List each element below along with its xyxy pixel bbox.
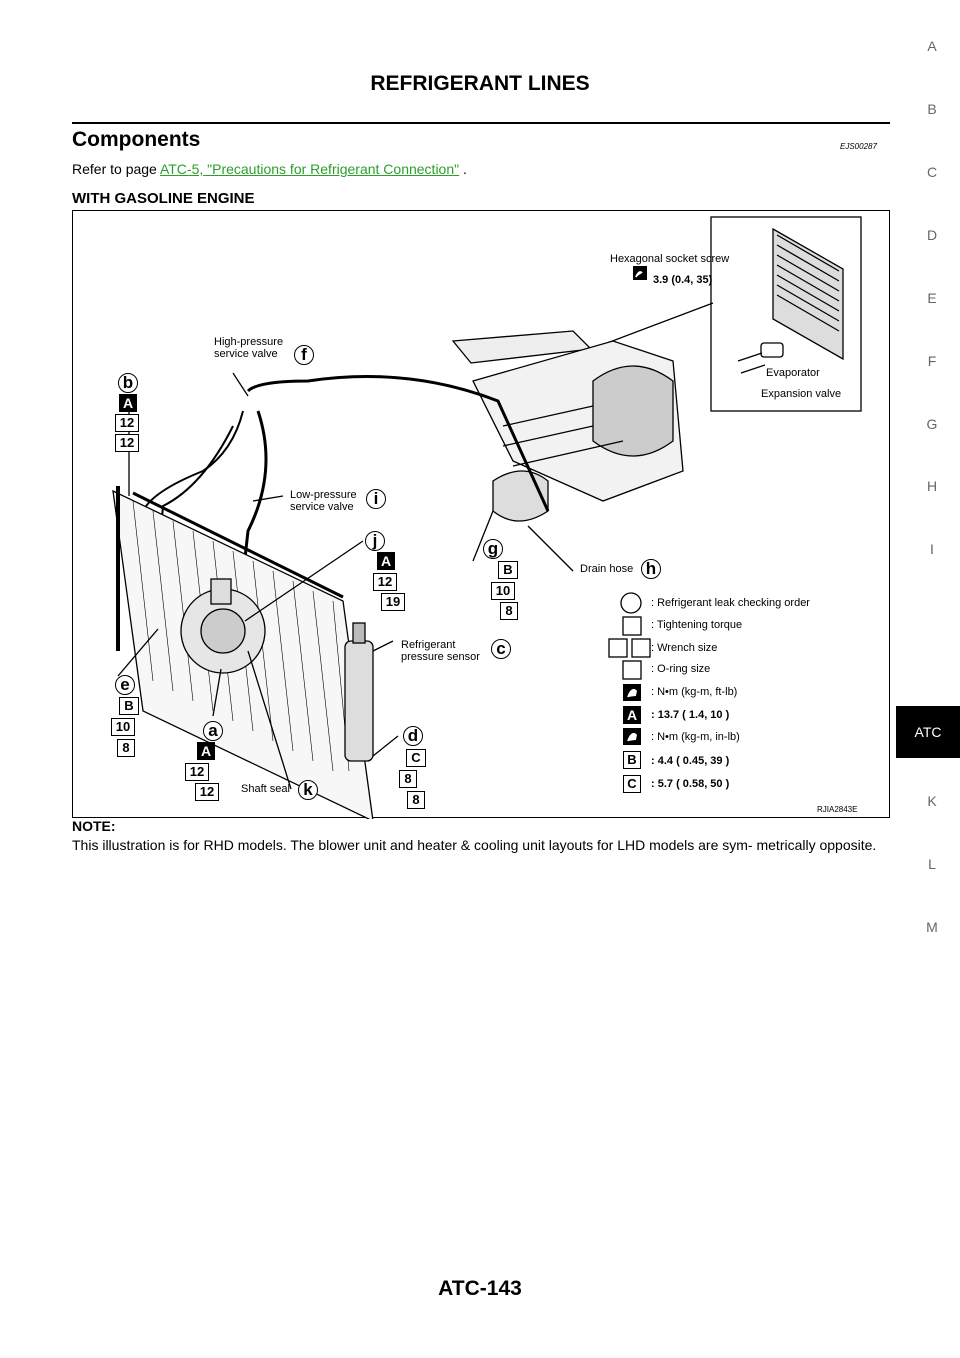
size-box: 10: [491, 582, 515, 600]
legend-unit-in: : N•m (kg-m, in-lb): [651, 731, 740, 743]
badge-a-b: A: [119, 394, 137, 412]
side-tab-k[interactable]: K: [927, 793, 937, 809]
size-box: 8: [407, 791, 425, 809]
subheading: WITH GASOLINE ENGINE: [72, 190, 255, 207]
section-code: EJS00287: [840, 142, 877, 151]
marker-f: f: [294, 345, 314, 365]
legend-badge-a: A: [623, 706, 641, 724]
size-box: 12: [185, 763, 209, 781]
size-box: 8: [500, 602, 518, 620]
side-tab-f[interactable]: F: [927, 353, 937, 369]
drain-hose-label: Drain hose: [580, 563, 634, 575]
reference-line: Refer to page ATC-5, "Precautions for Re…: [72, 161, 467, 177]
expansion-valve-shape: [760, 342, 784, 358]
badge-c-d: C: [406, 749, 426, 767]
badge-a-a: A: [197, 742, 215, 760]
shaft-seal-label: Shaft seal: [241, 783, 290, 795]
legend-badge-c: C: [623, 775, 641, 793]
size-box: 8: [399, 770, 417, 788]
size-box: 10: [111, 718, 135, 736]
reference-link[interactable]: ATC-5, "Precautions for Refrigerant Conn…: [159, 161, 460, 177]
side-tab-c[interactable]: C: [926, 164, 938, 180]
marker-a: a: [203, 721, 223, 741]
hex-screw-label: Hexagonal socket screw: [610, 253, 730, 265]
header-rule: [72, 122, 890, 124]
diagram-drawing: [112, 216, 862, 819]
note-heading: NOTE:: [72, 818, 116, 834]
legend-oring: : O-ring size: [651, 663, 711, 675]
legend-torque-b: : 4.4 ( 0.45, 39 ): [651, 755, 730, 767]
marker-c: c: [491, 639, 511, 659]
badge-b-e: B: [119, 697, 139, 715]
size-box: 12: [373, 573, 397, 591]
legend-leak-order: : Refrigerant leak checking order: [651, 597, 810, 609]
legend-torque-c: : 5.7 ( 0.58, 50 ): [651, 778, 730, 790]
size-box: 12: [195, 783, 219, 801]
reference-suffix: .: [459, 161, 467, 177]
side-tab-h[interactable]: H: [926, 478, 938, 494]
marker-g: g: [483, 539, 503, 559]
side-tab-a[interactable]: A: [927, 38, 937, 54]
low-pressure-label: Low-pressure service valve: [290, 489, 357, 513]
size-box: 19: [381, 593, 405, 611]
side-tab-m[interactable]: M: [926, 919, 938, 935]
legend-tightening: : Tightening torque: [651, 619, 743, 631]
size-box: 8: [117, 739, 135, 757]
marker-i: i: [366, 489, 386, 509]
side-tab-b[interactable]: B: [927, 101, 937, 117]
refrigerant-sensor-label: Refrigerant pressure sensor: [401, 639, 480, 663]
badge-a-j: A: [377, 552, 395, 570]
badge-b-g: B: [498, 561, 518, 579]
size-box: 12: [115, 434, 139, 452]
side-tab-l[interactable]: L: [928, 856, 936, 872]
marker-d: d: [403, 726, 423, 746]
side-tab-d[interactable]: D: [926, 227, 938, 243]
marker-e: e: [115, 675, 135, 695]
side-tab-e[interactable]: E: [927, 290, 937, 306]
high-pressure-label: High-pressure service valve: [214, 336, 284, 360]
legend-wrench: : Wrench size: [651, 642, 718, 654]
marker-j: j: [365, 531, 385, 551]
page-number: ATC-143: [438, 1277, 522, 1300]
marker-h: h: [641, 559, 661, 579]
hex-torque-label: 3.9 (0.4, 35): [653, 274, 713, 286]
side-tab-g[interactable]: G: [926, 416, 938, 432]
figure-code: RJIA2843E: [817, 805, 858, 814]
evaporator-label: Evaporator: [766, 367, 820, 379]
side-tab-atc[interactable]: ATC: [896, 706, 960, 758]
size-box: 12: [115, 414, 139, 432]
reference-prefix: Refer to page: [72, 161, 160, 177]
marker-b: b: [118, 373, 138, 393]
evaporator-inset-frame: [710, 216, 862, 412]
section-title: Components: [72, 128, 201, 151]
legend-unit-ft: : N•m (kg-m, ft-lb): [651, 686, 738, 698]
expansion-valve-label: Expansion valve: [761, 388, 842, 400]
page-title: REFRIGERANT LINES: [370, 72, 590, 95]
legend-torque-a: : 13.7 ( 1.4, 10 ): [651, 709, 730, 721]
legend-badge-b: B: [623, 751, 641, 769]
components-figure: Hexagonal socket screw 3.9 (0.4, 35) Eva…: [72, 210, 890, 819]
side-tab-i[interactable]: I: [930, 541, 934, 557]
evaporator-core: [772, 227, 844, 361]
marker-k: k: [298, 780, 318, 800]
note-text: This illustration is for RHD models. The…: [72, 837, 877, 853]
